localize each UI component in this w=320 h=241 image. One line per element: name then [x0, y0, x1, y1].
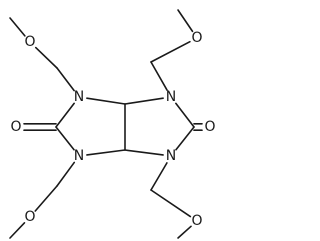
single-bond-c2-n3 — [86, 149, 126, 156]
atom-label-oe3: O — [24, 209, 35, 225]
single-bond-n4-c4 — [175, 126, 195, 151]
single-bond-oe1-t1 — [9, 17, 26, 37]
atom-label-background — [203, 120, 217, 134]
atom-label-oe4: O — [191, 213, 202, 229]
single-bond-n4-m4 — [150, 162, 168, 191]
atom-label-background — [190, 31, 204, 45]
atom-label-background — [72, 90, 86, 104]
single-bond-c2-n4 — [124, 149, 164, 156]
atom-label-background — [23, 35, 37, 49]
atom-label-oe2: O — [191, 30, 202, 46]
single-bond-n3-c3 — [55, 126, 75, 151]
single-bond-n3-m3 — [56, 161, 76, 187]
single-bond-oe4-t4 — [177, 225, 192, 239]
atom-label-o2: O — [204, 119, 215, 135]
atom-label-background — [164, 149, 178, 163]
atom-label-n1: N — [74, 89, 84, 105]
single-bond-c1-n1 — [86, 97, 126, 105]
atom-label-n4: N — [166, 148, 176, 164]
structure-diagram: N N N N O O O O O O — [9, 9, 217, 239]
atom-label-background — [164, 90, 178, 104]
atom-label-background — [190, 214, 204, 228]
atom-label-n3: N — [74, 148, 84, 164]
single-bond-m3-oe3 — [34, 185, 58, 212]
single-bond-m2-oe2 — [150, 40, 191, 63]
atom-label-o1: O — [10, 119, 21, 135]
single-bond-n1-c3 — [55, 102, 75, 128]
single-bond-oe3-t3 — [9, 221, 26, 239]
single-bond-n2-c4 — [175, 102, 195, 128]
atom-label-background — [23, 210, 37, 224]
atom-label-oe1: O — [24, 34, 35, 50]
atom-label-background — [72, 149, 86, 163]
single-bond-c1-n2 — [124, 97, 164, 105]
single-bond-n1-m1 — [56, 67, 75, 92]
single-bond-n2-m2 — [150, 61, 168, 91]
single-bond-oe2-t2 — [177, 9, 194, 33]
atom-label-background — [9, 120, 23, 134]
atom-label-layer: N N N N O O O O O O — [9, 30, 217, 229]
single-bond-m4-oe4 — [150, 189, 192, 218]
atom-label-n2: N — [166, 89, 176, 105]
single-bond-m1-oe1 — [34, 46, 58, 69]
bond-layer — [9, 9, 203, 239]
